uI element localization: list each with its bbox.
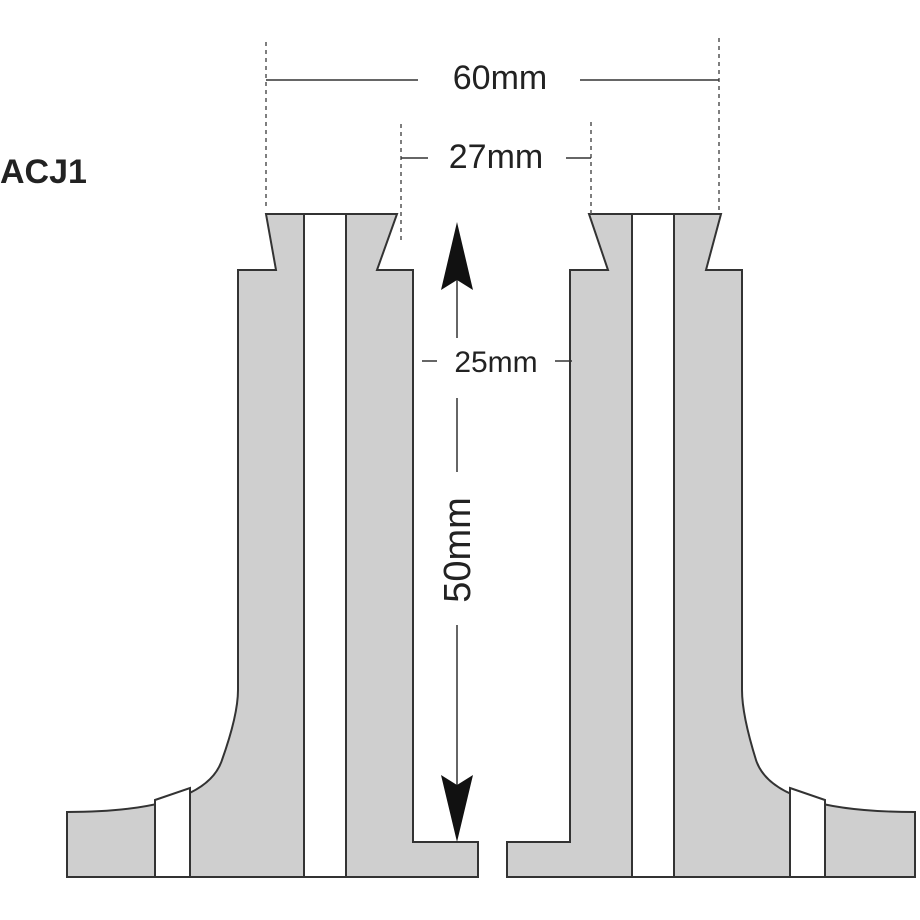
extension-lines — [265, 38, 720, 240]
label-inner-width: 27mm — [449, 138, 543, 176]
right-section — [506, 213, 916, 878]
left-base-slot — [154, 786, 191, 878]
right-bore — [631, 213, 675, 878]
right-base-slot — [789, 786, 826, 878]
right-outer-wall — [673, 213, 916, 878]
label-outer-width: 60mm — [453, 59, 547, 97]
label-height: 50mm — [437, 497, 479, 603]
dimension-height — [441, 222, 473, 842]
arrowhead-bottom — [441, 775, 473, 842]
label-bore: 25mm — [454, 346, 537, 379]
left-section — [66, 213, 479, 878]
left-bore — [303, 213, 347, 878]
left-outer-wall — [66, 213, 305, 878]
arrowhead-top — [441, 222, 473, 290]
left-inner-wall — [345, 213, 479, 878]
diagram-title: ACJ1 — [0, 153, 87, 191]
right-inner-wall — [506, 213, 633, 878]
